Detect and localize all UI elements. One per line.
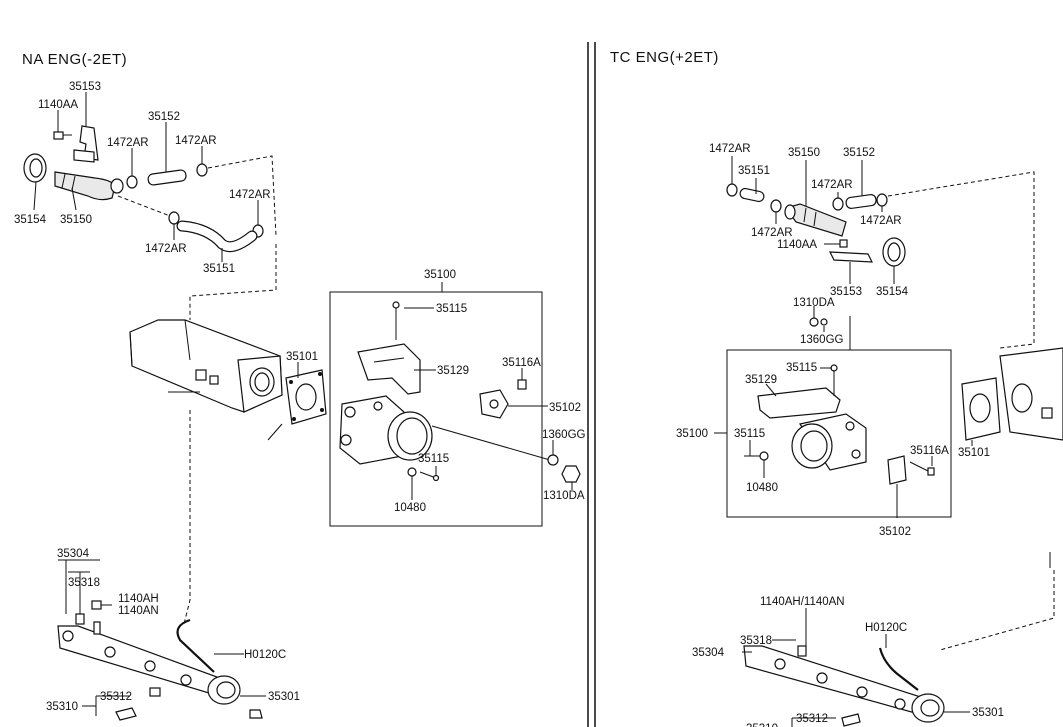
- sensor-35102-part: [887, 455, 935, 518]
- label-1472ar-b: 1472AR: [811, 179, 853, 191]
- label-1360gg: 1360GG: [800, 334, 844, 346]
- label-35310: 35310: [746, 723, 778, 727]
- label-1472ar-c: 1472AR: [229, 189, 271, 201]
- label-35318: 35318: [740, 635, 772, 647]
- sensor-35102-part: [479, 379, 527, 419]
- label-35102: 35102: [879, 526, 911, 538]
- pressure-regulator-35301-part: [207, 675, 263, 719]
- label-1140ah-1140an: 1140AH/1140AN: [760, 596, 845, 608]
- label-10480: 10480: [746, 482, 778, 494]
- label-10480: 10480: [394, 502, 426, 514]
- gasket-35101-part: [267, 369, 327, 441]
- label-35152: 35152: [148, 111, 180, 123]
- label-35116a: 35116A: [910, 445, 949, 457]
- label-1472ar-a: 1472AR: [709, 143, 751, 155]
- label-35310: 35310: [46, 701, 78, 713]
- label-1310da: 1310DA: [793, 297, 835, 309]
- hose-35152-part: [845, 194, 877, 209]
- label-35312: 35312: [100, 691, 132, 703]
- label-35151: 35151: [203, 263, 235, 275]
- label-35100: 35100: [676, 428, 708, 440]
- label-1140aa: 1140AA: [777, 239, 817, 251]
- label-35115-left: 35115: [734, 428, 765, 440]
- hose-35151-part: [739, 187, 765, 203]
- label-1140aa: 1140AA: [38, 99, 78, 111]
- right-section-title: TC ENG(+2ET): [610, 49, 719, 66]
- label-35116a: 35116A: [502, 357, 541, 369]
- label-1472ar-d: 1472AR: [751, 227, 793, 239]
- hose-35152-part: [147, 169, 187, 186]
- label-35154: 35154: [876, 286, 909, 298]
- label-35129: 35129: [745, 374, 777, 386]
- label-35304: 35304: [692, 647, 725, 659]
- gasket-35101-part: [961, 377, 1001, 441]
- label-1140ah: 1140AH: [118, 593, 159, 605]
- throttle-body-box: [329, 291, 543, 527]
- label-1360gg: 1360GG: [542, 429, 586, 441]
- injector-35310-part: [841, 713, 861, 727]
- label-35154: 35154: [14, 214, 47, 226]
- hose-35151-part: [176, 220, 258, 253]
- washer-1360gg-part: [547, 454, 559, 466]
- label-1472ar-b: 1472AR: [175, 135, 217, 147]
- plenum-chamber-part: [129, 319, 283, 413]
- label-35101: 35101: [958, 447, 990, 459]
- label-35152: 35152: [843, 147, 875, 159]
- resonator-35150-part: [784, 203, 847, 237]
- left-assembly: 35153 1140AA 35152 1472AR 1472AR 1472AR …: [14, 81, 586, 721]
- label-1472ar-c: 1472AR: [860, 215, 902, 227]
- label-35153: 35153: [69, 81, 101, 93]
- label-35150: 35150: [60, 214, 92, 226]
- label-1472ar-a: 1472AR: [107, 137, 149, 149]
- label-35318: 35318: [68, 577, 100, 589]
- bolt-1140aa-part: [53, 131, 72, 140]
- throttle-body-35100-part: [339, 301, 551, 482]
- label-35151: 35151: [738, 165, 770, 177]
- left-section-title: NA ENG(-2ET): [22, 51, 127, 68]
- bracket-35153-part: [73, 125, 99, 163]
- bolt-1310da-part: [561, 465, 581, 483]
- label-1472ar-d: 1472AR: [145, 243, 187, 255]
- resonator-35150-part: [54, 171, 124, 201]
- label-35102: 35102: [549, 402, 581, 414]
- label-h0120c: H0120C: [865, 622, 907, 634]
- pressure-regulator-35301-part: [911, 693, 945, 723]
- label-35115-bottom: 35115: [418, 453, 449, 465]
- label-35153: 35153: [830, 286, 862, 298]
- label-35115-top: 35115: [436, 303, 467, 315]
- throttle-body-35100-part: [744, 364, 867, 471]
- label-35115-top: 35115: [786, 362, 817, 374]
- clamp-35154-part: [23, 153, 47, 183]
- bolt-1310da-part: [809, 317, 828, 327]
- right-assembly: 1472AR 35150 35152 35151 1472AR 1472AR 1…: [676, 143, 1063, 727]
- bolt-1140ah-part: [91, 600, 112, 610]
- label-35100: 35100: [424, 269, 456, 281]
- plenum-chamber-part: [999, 347, 1063, 568]
- section-divider: [587, 42, 596, 727]
- label-35101: 35101: [286, 351, 318, 363]
- injector-35310-part: [115, 687, 161, 721]
- bracket-35153-part: [829, 239, 873, 263]
- fuel-rail-35304-part: [743, 626, 931, 717]
- label-35150: 35150: [788, 147, 820, 159]
- fuel-rail-35304-part: [57, 613, 237, 701]
- hose-clamps-1472ar: [726, 183, 888, 213]
- clamp-35154-part: [882, 237, 906, 267]
- label-1310da: 1310DA: [543, 490, 585, 502]
- label-1140an: 1140AN: [118, 605, 159, 617]
- label-35304: 35304: [57, 548, 90, 560]
- label-35301: 35301: [972, 707, 1004, 719]
- label-35312: 35312: [796, 713, 828, 725]
- label-h0120c: H0120C: [244, 649, 286, 661]
- label-35129: 35129: [437, 365, 469, 377]
- label-35301: 35301: [268, 691, 300, 703]
